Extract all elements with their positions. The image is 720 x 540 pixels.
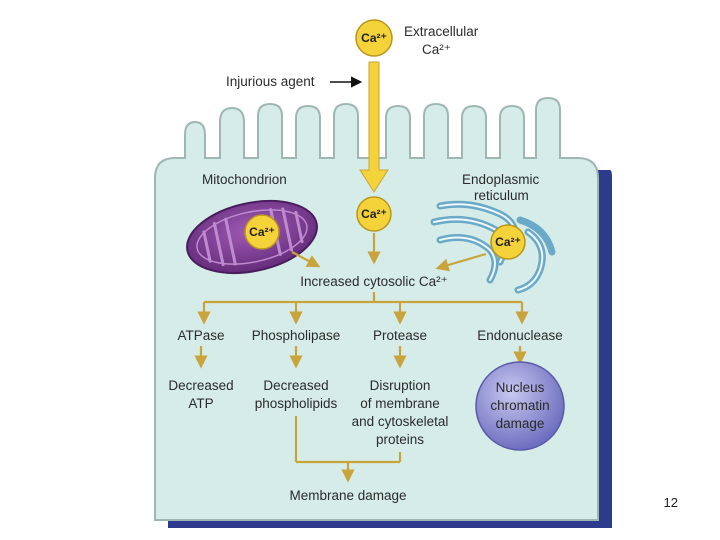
effect-protein-disruption-line1: Disruption [370, 378, 431, 393]
er-calcium-ion [490, 224, 526, 260]
enzyme-atpase: ATPase [177, 328, 224, 343]
page-number: 12 [663, 495, 678, 510]
effect-protein-disruption-line2: of membrane [360, 396, 440, 411]
mitochondrial-calcium-ion [244, 214, 280, 250]
enzyme-phospholipase: Phospholipase [252, 328, 341, 343]
effect-decreased-atp-line2: ATP [188, 396, 213, 411]
er-label-line1: Endoplasmic [462, 172, 540, 187]
mito-to-cytosol-arrow [291, 251, 321, 268]
effect-decreased-atp-line1: Decreased [168, 378, 233, 393]
nucleus-damage-line1: Nucleus [496, 380, 545, 395]
nucleus-damage-line2: chromatin [490, 398, 549, 413]
extracellular-calcium-label: Ca²⁺ [361, 31, 387, 45]
mitochondrion-label: Mitochondrion [202, 172, 287, 187]
effect-decreased-phospholipids-line1: Decreased [263, 378, 328, 393]
nucleus [475, 361, 565, 451]
er-to-cytosol-arrow [435, 252, 487, 272]
enzyme-protease: Protease [373, 328, 427, 343]
extracellular-label-line1: Extracellular [404, 24, 479, 39]
nucleus-damage-line3: damage [496, 416, 545, 431]
effect-protein-disruption-line3: and cytoskeletal [352, 414, 449, 429]
cytosolic-calcium-label: Ca²⁺ [361, 207, 387, 221]
effect-decreased-phospholipids-line2: phospholipids [255, 396, 338, 411]
enzyme-endonuclease: Endonuclease [477, 328, 563, 343]
membrane-damage-label: Membrane damage [289, 488, 406, 503]
mitochondrial-calcium-label: Ca²⁺ [249, 225, 275, 239]
cytosolic-calcium-ion [356, 196, 392, 232]
effect-protein-disruption-line4: proteins [376, 432, 424, 447]
injurious-agent-label: Injurious agent [226, 74, 315, 89]
extracellular-calcium-ion [355, 19, 393, 57]
increased-cytosolic-calcium-label: Increased cytosolic Ca²⁺ [300, 274, 447, 289]
extracellular-label-line2: Ca²⁺ [422, 42, 451, 57]
calcium-influx-arrow [359, 61, 389, 193]
er-calcium-label: Ca²⁺ [495, 235, 521, 249]
er-label-line2: reticulum [474, 188, 529, 203]
